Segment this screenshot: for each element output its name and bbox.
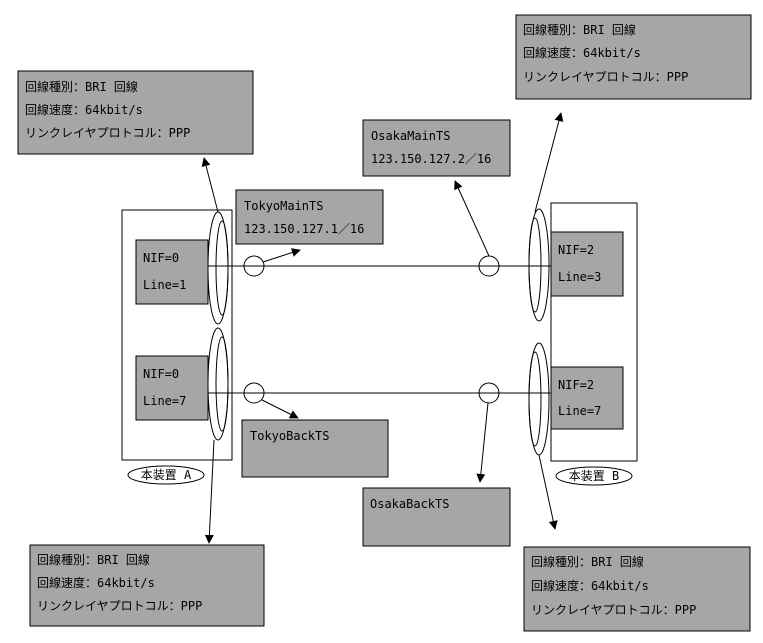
device-a-label: 本装置 A: [141, 468, 192, 482]
line-label: Line=1: [143, 278, 186, 292]
line-type: 回線種別：BRI 回線: [523, 22, 636, 37]
trunk-name: TokyoMainTS: [244, 199, 323, 213]
nif-label: NIF=2: [558, 243, 594, 257]
link-protocol: リンクレイヤプロトコル：PPP: [531, 603, 696, 617]
line-type: 回線種別：BRI 回線: [37, 552, 150, 567]
line-label: Line=7: [558, 404, 601, 418]
arrow-osaka-back: [476, 402, 489, 483]
line-speed: 回線速度：64kbit/s: [37, 575, 155, 590]
arrow-top-left: [201, 157, 219, 213]
arrow-osaka-main: [454, 180, 490, 257]
line-type: 回線種別：BRI 回線: [25, 79, 138, 94]
device-a-line-ellipses: [207, 211, 229, 441]
trunk-tokyo-back: TokyoBackTS: [241, 419, 389, 478]
device-b-label-ellipse: [555, 466, 633, 486]
nif-label: NIF=2: [558, 378, 594, 392]
line-info-bottom-left: 回線種別：BRI 回線 回線速度：64kbit/s リンクレイヤプロトコル：PP…: [29, 544, 265, 627]
line-type: 回線種別：BRI 回線: [531, 554, 644, 569]
tokyo-main-point: [243, 255, 265, 277]
trunk-name: OsakaBackTS: [370, 497, 449, 511]
line-speed: 回線速度：64kbit/s: [25, 102, 143, 117]
arrow-bottom-right: [538, 454, 558, 530]
nif-label: NIF=0: [143, 367, 179, 381]
line-label: Line=3: [558, 270, 601, 284]
link-protocol: リンクレイヤプロトコル：PPP: [523, 70, 688, 84]
port-box: [135, 239, 209, 305]
trunk-name: TokyoBackTS: [250, 429, 329, 443]
line-label: Line=7: [143, 394, 186, 408]
line-info-top-left: 回線種別：BRI 回線 回線速度：64kbit/s リンクレイヤプロトコル：PP…: [17, 70, 254, 155]
port-box: [550, 231, 624, 297]
port-box: [135, 355, 209, 421]
trunk-name: OsakaMainTS: [371, 129, 450, 143]
trunk-osaka-back: OsakaBackTS: [362, 487, 511, 547]
line-speed: 回線速度：64kbit/s: [523, 45, 641, 60]
arrow-bottom-left: [204, 439, 215, 544]
link-protocol: リンクレイヤプロトコル：PPP: [37, 599, 202, 613]
device-b: NIF=2 Line=3 NIF=2 Line=7 本装置 B: [550, 202, 638, 486]
osaka-back-point: [478, 382, 500, 404]
device-a-port-1: NIF=0 Line=1: [135, 239, 209, 305]
link-protocol: リンクレイヤプロトコル：PPP: [25, 126, 190, 140]
device-b-port-2: NIF=2 Line=7: [550, 366, 624, 430]
nif-label: NIF=0: [143, 251, 179, 265]
device-a-label-ellipse: [127, 465, 205, 485]
trunk-tokyo-main: TokyoMainTS 123.150.127.1／16: [235, 189, 384, 245]
line-info-top-right: 回線種別：BRI 回線 回線速度：64kbit/s リンクレイヤプロトコル：PP…: [515, 14, 752, 100]
device-a-port-2: NIF=0 Line=7: [135, 355, 209, 421]
device-a: NIF=0 Line=1 NIF=0 Line=7 本装置 A: [121, 209, 233, 485]
arrow-top-right: [534, 112, 564, 213]
trunk-address: 123.150.127.2／16: [371, 152, 491, 166]
trunk-address: 123.150.127.1／16: [244, 222, 364, 236]
arrow-tokyo-back: [261, 399, 299, 419]
trunk-osaka-main: OsakaMainTS 123.150.127.2／16: [362, 119, 511, 177]
device-b-label: 本装置 B: [569, 469, 619, 483]
tokyo-back-point: [243, 382, 265, 404]
line-speed: 回線速度：64kbit/s: [531, 578, 649, 593]
device-b-port-1: NIF=2 Line=3: [550, 231, 624, 297]
device-b-line-ellipses: [528, 208, 550, 456]
line-info-bottom-right: 回線種別：BRI 回線 回線速度：64kbit/s リンクレイヤプロトコル：PP…: [523, 546, 751, 632]
port-box: [550, 366, 624, 430]
arrow-tokyo-main: [262, 248, 301, 263]
